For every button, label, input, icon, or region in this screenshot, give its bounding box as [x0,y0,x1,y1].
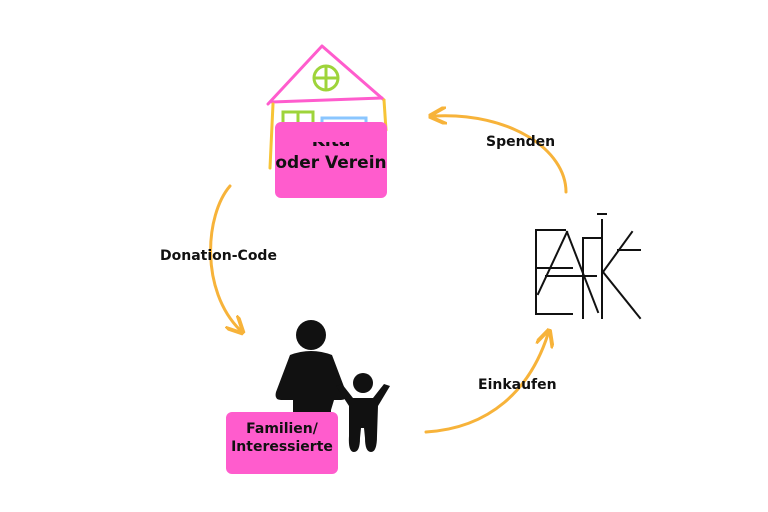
oder-verein-label: oder Verein [275,152,387,173]
child-figure-icon [336,373,390,452]
round-window-icon [312,64,340,92]
kita-badge-tab [308,128,372,142]
donation-code-label: Donation-Code [160,248,277,264]
familien-interessierte-badge: Familien/ Interessierte [226,412,338,474]
spenden-arrow [434,116,568,194]
adult-figure-icon [275,320,347,420]
family-icon [275,320,390,452]
ank-logo-icon [535,213,642,320]
familien-label: Familien/ [246,421,318,437]
interessierte-label: Interessierte [231,438,333,455]
einkaufen-label: Einkaufen [478,377,557,393]
spenden-label: Spenden [486,134,556,150]
donation-code-arrow [209,184,240,330]
einkaufen-arrow [424,334,548,434]
